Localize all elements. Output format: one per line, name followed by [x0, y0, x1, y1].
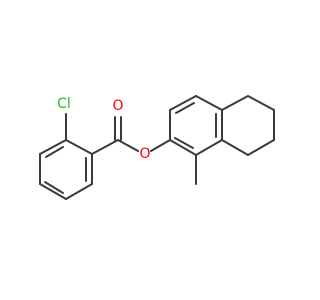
- bond: [65, 139, 93, 155]
- bond: [39, 139, 67, 155]
- bond: [91, 139, 119, 155]
- bond: [247, 139, 275, 156]
- aromatic-double-bond: [45, 146, 64, 158]
- bond: [65, 183, 93, 200]
- aromatic-double-bond: [44, 181, 64, 194]
- bond: [39, 183, 67, 200]
- molecule-drawing: Cl O O: [39, 95, 275, 200]
- carbonyl-oxygen-label: O: [112, 98, 123, 114]
- ester-oxygen-label: O: [139, 146, 150, 162]
- bond: [195, 139, 223, 156]
- structure-canvas: Cl O O: [39, 95, 275, 200]
- bond: [221, 139, 249, 156]
- bond: [221, 95, 249, 111]
- bond: [195, 95, 223, 111]
- aromatic-double-bond: [174, 137, 194, 149]
- bond: [247, 95, 275, 111]
- bond: [117, 139, 139, 152]
- aromatic-double-bond: [175, 102, 195, 114]
- saturated-ring: [221, 95, 275, 156]
- bond: [150, 139, 171, 152]
- tetralin-aromatic-ring: [169, 95, 223, 156]
- bond: [169, 139, 197, 156]
- chlorine-label: Cl: [57, 96, 71, 112]
- chlorophenyl-ring: [39, 139, 93, 200]
- bond: [169, 95, 197, 111]
